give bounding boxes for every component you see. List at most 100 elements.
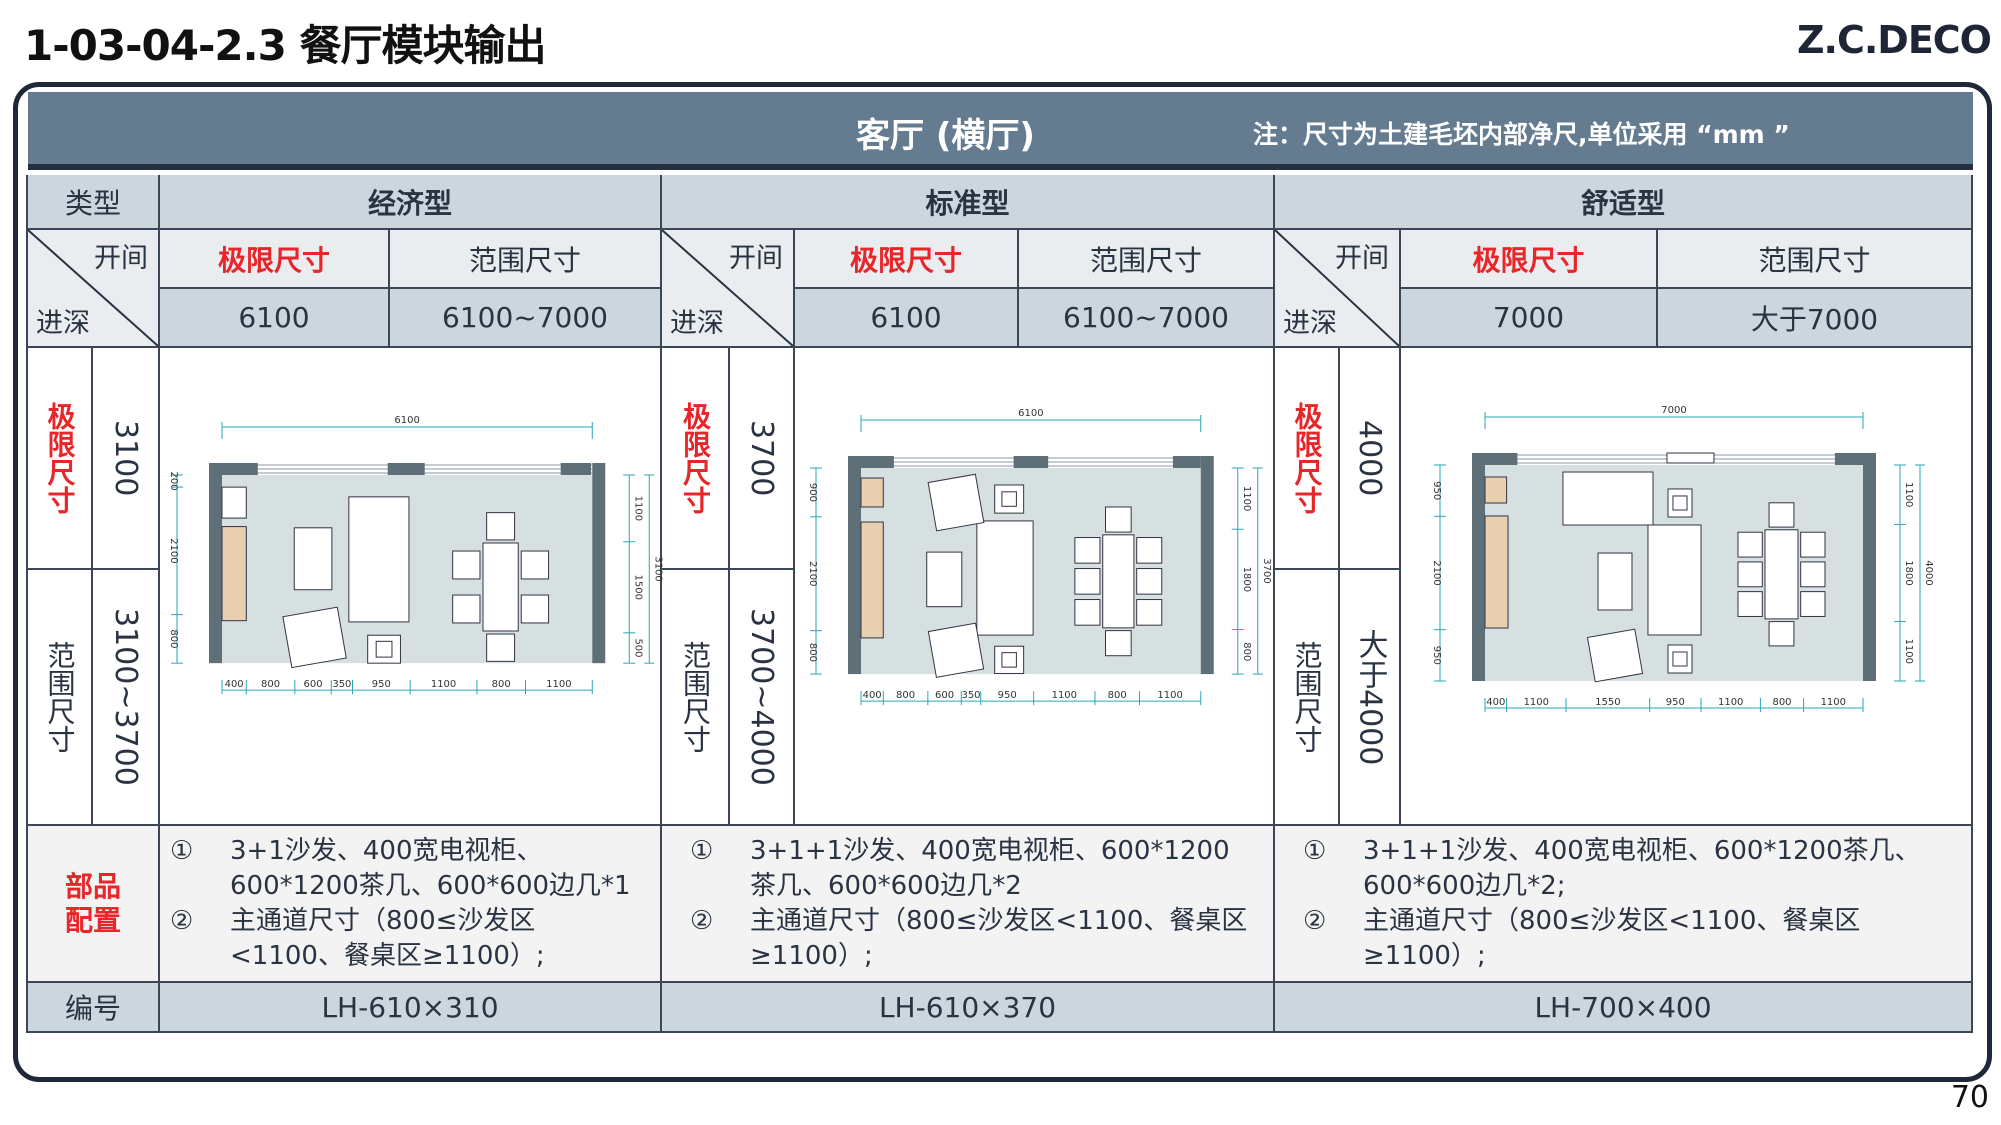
dining-chair — [1074, 537, 1101, 564]
item-number: ① — [1303, 835, 1327, 866]
group-type-2-text: 舒适型 — [1580, 186, 1665, 220]
left-wall — [1472, 453, 1485, 681]
group-type-2: 舒适型 — [1275, 175, 1973, 230]
type-label: 类型 — [28, 175, 160, 230]
armchair — [282, 606, 347, 669]
dining-chair — [1074, 568, 1101, 595]
item-number: ① — [170, 835, 194, 866]
wall-segment — [387, 463, 425, 475]
range-size-header-text: 范围尺寸 — [1089, 243, 1202, 277]
dimension-right: 1800 — [1241, 567, 1252, 592]
jinshen-limit-label: 极限尺寸 — [1275, 348, 1340, 570]
jinshen-limit-label-text: 极限尺寸 — [43, 402, 77, 514]
diagonal-header-cell: 开间进深 — [28, 230, 160, 348]
tv-cabinet — [221, 526, 247, 622]
dimension-top: 6100 — [1018, 408, 1043, 419]
dining-chair — [1800, 561, 1826, 588]
side-table-lamp — [1672, 651, 1688, 667]
diagonal-divider — [662, 230, 794, 347]
coffee-table — [293, 527, 333, 591]
limit-size-header-text: 极限尺寸 — [217, 243, 330, 277]
dimension-right: 1800 — [1903, 560, 1914, 585]
jinshen-label: 进深 — [670, 308, 724, 339]
dimension-right: 1100 — [1903, 482, 1914, 507]
window-pane — [1666, 452, 1715, 464]
dimension-bottom: 400 — [225, 679, 244, 690]
item-text: 主通道尺寸（800≤沙发区<1100、餐桌区≥1100）; — [750, 905, 1248, 971]
sofa — [348, 496, 410, 623]
left-wall — [209, 463, 222, 664]
jinshen-limit-label: 极限尺寸 — [28, 348, 93, 570]
dimension-bottom: 1550 — [1595, 697, 1620, 708]
dimension-bottom: 400 — [1486, 697, 1505, 708]
dimension-bottom: 1100 — [1524, 697, 1549, 708]
module-code-text: LH-610×310 — [321, 990, 499, 1024]
group-type-0: 经济型 — [160, 175, 662, 230]
jinshen-range-label-text: 范围尺寸 — [43, 641, 77, 753]
dining-chair — [486, 512, 516, 541]
dining-chair — [1074, 599, 1101, 626]
dimension-right: 800 — [1241, 642, 1252, 661]
coffee-table — [926, 551, 963, 608]
parts-label-text: 部品配置 — [64, 869, 121, 937]
jinshen-range-value-text: 大于4000 — [1352, 628, 1388, 766]
jinshen-limit-label-text: 极限尺寸 — [1290, 402, 1324, 514]
wall-segment — [560, 463, 592, 475]
jinshen-label: 进深 — [36, 308, 90, 339]
dimension-total: 4000 — [1923, 560, 1934, 585]
sofa — [1562, 471, 1654, 526]
tv-cabinet — [1484, 515, 1509, 629]
table-header-band: 客厅 (横厅) 注：尺寸为土建毛坯内部净尺,单位采用 “mm ” — [28, 92, 1973, 170]
limit-size-header-text: 极限尺寸 — [1472, 243, 1585, 277]
jinshen-range-value: 大于4000 — [1340, 570, 1401, 826]
jinshen-range-value-text: 3700~4000 — [744, 608, 779, 786]
coffee-table — [1597, 552, 1633, 611]
side-table-lamp — [1672, 495, 1688, 511]
dimension-left: 900 — [807, 483, 818, 502]
dimension-bottom: 800 — [1772, 697, 1791, 708]
dimension-total: 3700 — [1261, 558, 1272, 583]
jinshen-limit-label-text: 极限尺寸 — [679, 402, 712, 514]
kaijian-range-value-text: 6100~7000 — [442, 301, 608, 334]
dimension-bottom: 1100 — [1157, 690, 1182, 701]
dimension-bottom: 350 — [961, 690, 980, 701]
item-text: 3+1+1沙发、400宽电视柜、600*1200茶几、600*600边几*2; — [1363, 835, 1921, 901]
dining-chair — [1737, 531, 1763, 558]
range-size-header: 范围尺寸 — [390, 230, 662, 289]
jinshen-limit-label: 极限尺寸 — [662, 348, 730, 570]
table-title: 客厅 (横厅) — [856, 116, 1035, 156]
limit-size-header: 极限尺寸 — [1401, 230, 1658, 289]
page-title: 1-03-04-2.3 餐厅模块输出 — [24, 21, 546, 70]
kaijian-limit-value: 7000 — [1401, 289, 1658, 348]
limit-size-header-text: 极限尺寸 — [849, 243, 962, 277]
jinshen-limit-value-text: 3700 — [744, 419, 779, 497]
wall-segment — [222, 463, 258, 475]
range-size-header: 范围尺寸 — [1658, 230, 1973, 289]
dining-table — [482, 542, 519, 632]
jinshen-range-label: 范围尺寸 — [662, 570, 730, 826]
armchair — [927, 622, 985, 678]
dimension-right: 1100 — [1903, 639, 1914, 664]
dimension-left: 800 — [807, 643, 818, 662]
dimension-bottom: 1100 — [1821, 697, 1846, 708]
jinshen-range-label-text: 范围尺寸 — [679, 641, 712, 753]
dimension-left: 950 — [1431, 481, 1442, 500]
kaijian-range-value: 6100~7000 — [1019, 289, 1275, 348]
brand-logo: Z.C.DECO — [1796, 18, 1992, 62]
storage-cabinet — [221, 486, 247, 519]
kaijian-range-value-text: 大于7000 — [1750, 302, 1879, 336]
wall-segment — [1485, 453, 1518, 465]
jinshen-limit-value-text: 4000 — [1352, 419, 1387, 497]
jinshen-range-label: 范围尺寸 — [1275, 570, 1340, 826]
side-table-lamp — [1001, 491, 1017, 507]
dining-chair — [1105, 630, 1132, 657]
dining-chair — [486, 633, 516, 662]
group-type-1-text: 标准型 — [925, 186, 1010, 220]
dimension-right: 1100 — [632, 496, 643, 521]
kaijian-limit-value: 6100 — [160, 289, 390, 348]
table-border — [26, 175, 28, 1033]
